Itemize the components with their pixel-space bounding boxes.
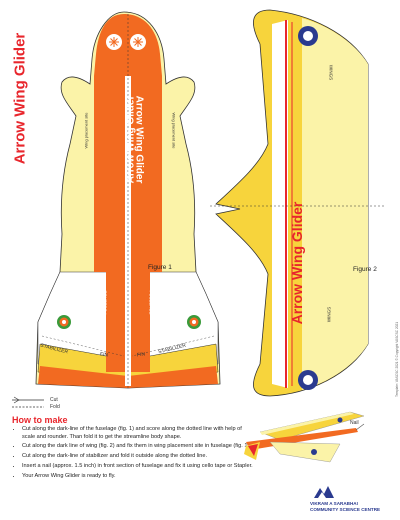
step-item: Cut along the dark-line of stabilizer an… (22, 453, 254, 461)
step-item: Cut along the dark line of wing (fig. 2)… (22, 443, 254, 451)
how-to-title: How to make (12, 415, 68, 425)
fin-label-right: FIN (136, 351, 146, 359)
fuselage-template (35, 11, 221, 389)
page-title: Arrow Wing Glider (11, 32, 29, 165)
legend-lines (12, 396, 44, 408)
step-item: Your Arrow Wing Glider is ready to fly. (22, 473, 254, 481)
org-name: VIKRAM A SARABHAI COMMUNITY SCIENCE CENT… (310, 501, 380, 512)
wing-site-label-right: Wing placement site (171, 112, 177, 149)
wing-name-label: Arrow Wing Glider (289, 201, 305, 325)
figure-1-label: Figure 1 (148, 264, 172, 271)
legend-cut: Cut (50, 397, 58, 403)
wing-site-label-left: Wing placement site (83, 112, 89, 149)
wing-template (210, 9, 386, 397)
wings-label-bottom: WINGS (326, 306, 332, 323)
copyright-text: Template: VASCSC 2021 © Copyright VASCSC… (395, 321, 399, 397)
fin-label-left: FIN (99, 351, 109, 359)
org-line-2: COMMUNITY SCIENCE CENTRE (310, 506, 381, 512)
step-item: Cut along the dark-line of the fuselage … (22, 426, 254, 441)
assembled-glider-illustration (244, 411, 365, 463)
nail-label: Nail (350, 420, 359, 426)
how-to-steps: Cut along the dark-line of the fuselage … (12, 426, 254, 482)
step-item: Insert a nail (approx. 1.5 inch) in fron… (22, 463, 254, 471)
vascsc-logo-icon (314, 486, 334, 498)
wings-label-top: WINGS (328, 64, 334, 81)
fuselage-label-right: FUSELAGE (148, 290, 154, 315)
legend-fold: Fold (50, 404, 60, 410)
org-line-1: VIKRAM A SARABHAI (310, 501, 358, 506)
figure-2-label: Figure 2 (353, 266, 377, 273)
fuselage-name-secondary: Arrow Wing Glider (133, 95, 145, 184)
fuselage-label-left: FUSELAGE (102, 290, 108, 315)
